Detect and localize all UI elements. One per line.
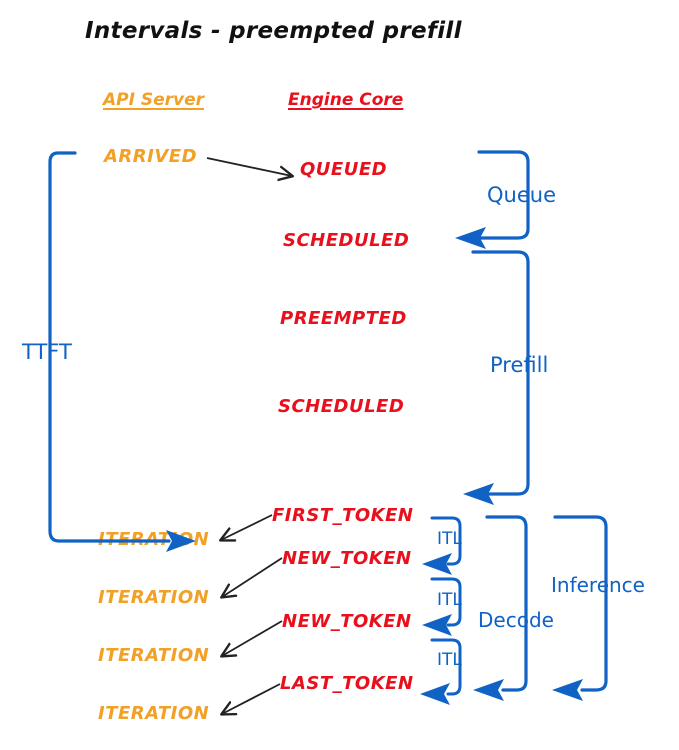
interval-label-itl-1: ITL — [437, 529, 462, 549]
arrowhead-inference — [552, 679, 583, 701]
interval-label-decode: Decode — [478, 608, 554, 632]
arrowhead-queue — [455, 227, 486, 249]
bracket-decode — [485, 515, 528, 692]
engine-event-first-token: FIRST_TOKEN — [272, 505, 414, 526]
engine-event-scheduled-1: SCHEDULED — [283, 230, 410, 251]
interval-label-inference: Inference — [551, 573, 645, 597]
engine-event-new-token-1: NEW_TOKEN — [282, 548, 412, 569]
arrowhead-itl-2 — [422, 614, 452, 636]
column-header-api-server: API Server — [103, 90, 205, 110]
bracket-inference — [553, 515, 608, 692]
arrow-first-token-to-iteration — [221, 514, 273, 540]
page-title: Intervals - preempted prefill — [85, 18, 462, 44]
arrowhead-itl-3 — [420, 683, 450, 705]
interval-label-itl-3: ITL — [437, 650, 462, 670]
engine-event-preempted: PREEMPTED — [280, 308, 407, 329]
arrowhead-itl-1 — [422, 553, 452, 575]
arrowhead-decode — [473, 679, 504, 701]
engine-event-scheduled-2: SCHEDULED — [278, 396, 405, 417]
engine-event-new-token-2: NEW_TOKEN — [282, 611, 412, 632]
interval-label-queue: Queue — [487, 183, 556, 207]
interval-label-prefill: Prefill — [490, 353, 549, 377]
arrow-new-token-1-to-iteration — [222, 557, 283, 597]
api-event-iteration-1: ITERATION — [98, 529, 210, 550]
arrowhead-prefill — [463, 483, 494, 505]
arrow-new-token-2-to-iteration — [222, 620, 283, 656]
interval-label-itl-2: ITL — [437, 590, 462, 610]
engine-event-queued: QUEUED — [300, 159, 388, 180]
column-header-engine-core: Engine Core — [288, 90, 404, 110]
api-event-iteration-2: ITERATION — [98, 587, 210, 608]
arrow-arrived-to-queued — [206, 157, 292, 176]
engine-event-last-token: LAST_TOKEN — [280, 673, 414, 694]
interval-label-ttft: TTFT — [22, 340, 72, 364]
api-event-iteration-3: ITERATION — [98, 645, 210, 666]
api-event-arrived: ARRIVED — [104, 146, 198, 167]
arrow-last-token-to-iteration — [222, 683, 281, 714]
api-event-iteration-4: ITERATION — [98, 703, 210, 724]
